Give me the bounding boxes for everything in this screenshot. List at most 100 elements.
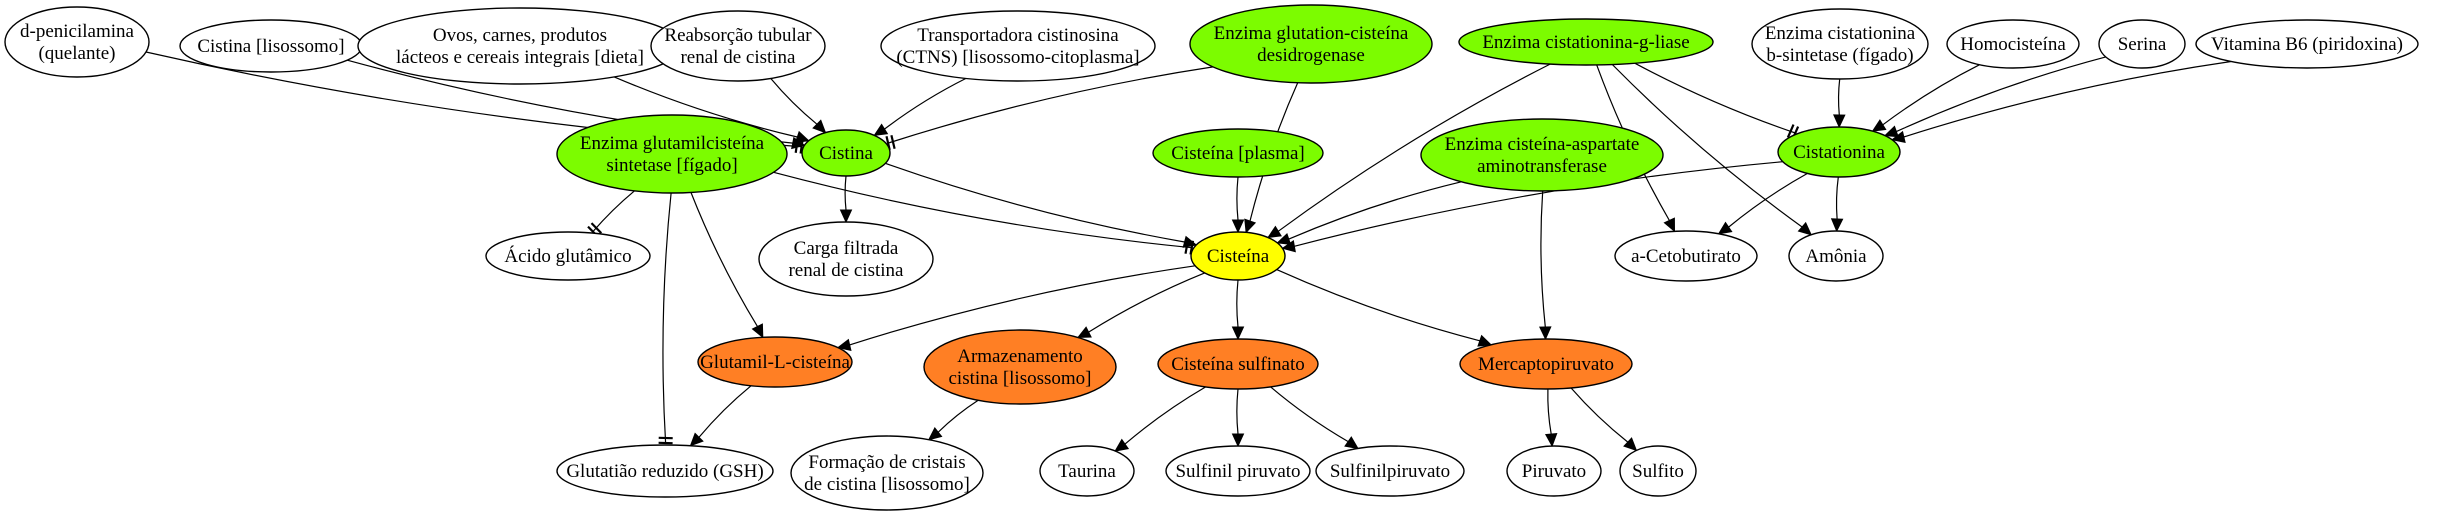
node-label: Cistationina [1793, 142, 1885, 163]
edge-line [613, 76, 798, 138]
node-label: Transportadora cistinosina [917, 25, 1119, 46]
nodes-layer: d-penicilamina(quelante)Cistina [lisosso… [4, 4, 2419, 511]
node-piruvato: Piruvato [1506, 445, 1602, 497]
node-label: (CTNS) [lisossomo-citoplasma] [896, 47, 1139, 68]
node-label: Enzima glutation-cisteína [1214, 23, 1409, 44]
edge-line [885, 162, 1185, 243]
node-label: Formação de cristais [808, 452, 965, 473]
arrowhead [1244, 218, 1257, 234]
node-ellipse [650, 10, 826, 82]
node-label: Glutamil-L-cisteína [700, 352, 850, 373]
edge-serina-to-cistationina [1883, 56, 2106, 138]
node-label: Enzima cistationina-g-liase [1482, 32, 1689, 53]
arrowhead [1871, 119, 1887, 132]
edge-line [1611, 64, 1803, 228]
node-label: Cisteína sulfinato [1171, 354, 1305, 375]
edge-line [1124, 386, 1207, 445]
node-ellipse [790, 435, 984, 511]
node-label: Reabsorção tubular [664, 25, 812, 46]
node-ellipse [1315, 445, 1465, 497]
arrowhead [812, 119, 827, 134]
arrowhead [1891, 130, 1906, 144]
node-label: Enzima glutamilcisteína [580, 133, 765, 154]
arrowhead [1266, 225, 1282, 239]
node-label: Sulfinilpiruvato [1330, 461, 1450, 482]
node-ellipse [1152, 128, 1324, 178]
node-gsh: Glutatião reduzido (GSH) [556, 444, 774, 498]
node-ellipse [1157, 338, 1319, 390]
node-ellipse [880, 10, 1156, 82]
edge-line [1236, 279, 1239, 328]
edge-cistationina-liase-to-amonia [1611, 64, 1813, 236]
edge-cisteina-to-sulfinato [1231, 279, 1245, 341]
edge-cistationina-liase-to-cisteina [1266, 63, 1551, 239]
arrowhead [1344, 436, 1359, 450]
node-ctns: Transportadora cistinosina(CTNS) [lisoss… [880, 10, 1156, 82]
edge-line [770, 78, 818, 125]
arrowhead [689, 432, 704, 447]
node-label: Serina [2118, 34, 2167, 55]
node-cisteina-plasma: Cisteína [plasma] [1152, 128, 1324, 178]
node-ellipse [1420, 118, 1664, 192]
edge-line [698, 385, 752, 438]
edge-sulfinato-to-sulfinil-piruvato [1231, 388, 1245, 448]
arrowhead [1281, 239, 1296, 253]
node-ellipse [2195, 19, 2419, 69]
edge-armazenamento-to-cristais [927, 399, 979, 441]
edge-line [844, 175, 847, 211]
arrowhead [751, 323, 764, 339]
arrowhead [836, 338, 852, 351]
edge-homocisteina-to-cistationina [1871, 64, 1980, 132]
node-label: Ovos, carnes, produtos [433, 25, 607, 46]
node-mercapto: Mercaptopiruvato [1459, 338, 1633, 390]
node-label: desidrogenase [1257, 45, 1365, 66]
arrowhead [1717, 221, 1733, 235]
edge-mercapto-to-sulfito [1570, 387, 1638, 452]
edge-cisteina-plasma-to-cisteina [1231, 176, 1245, 234]
edge-ctns-to-cistina [873, 77, 967, 137]
edge-aspartate-to-mercapto [1539, 190, 1552, 341]
edge-reabsorcao-to-cistina [770, 78, 827, 134]
edge-line [1837, 78, 1841, 116]
node-ellipse [1777, 126, 1901, 178]
edge-sulfinato-to-taurina [1114, 386, 1207, 452]
inhibition-bar [890, 134, 896, 150]
node-ellipse [556, 444, 774, 498]
edge-line [1570, 387, 1629, 443]
node-label: Mercaptopiruvato [1478, 354, 1614, 375]
edge-line [1728, 172, 1808, 228]
node-label: Ácido glutâmico [504, 245, 631, 267]
node-ellipse [357, 7, 683, 85]
node-label: d-penicilamina [20, 21, 135, 42]
edge-aspartate-to-cisteina [1276, 181, 1462, 245]
arrowhead [1182, 235, 1198, 248]
node-ellipse [4, 6, 150, 78]
arrowhead [1477, 334, 1493, 347]
node-label: Enzima cistationina [1765, 23, 1916, 44]
edge-cistationina-to-cetobutirato [1717, 172, 1808, 235]
inhibition-bar [590, 222, 603, 234]
node-label: Glutatião reduzido (GSH) [566, 461, 763, 482]
node-label: Armazenamento [957, 346, 1083, 367]
node-taurina: Taurina [1039, 445, 1135, 497]
node-label: lácteos e cereais integrais [dieta] [396, 47, 644, 68]
node-label: Taurina [1058, 461, 1116, 482]
edge-cistationina-liase-to-cistationina [1634, 62, 1800, 140]
edge-cistationina-to-amonia [1830, 176, 1844, 233]
node-ellipse [1189, 4, 1433, 84]
node-ellipse [1751, 8, 1929, 80]
node-ellipse [801, 129, 891, 177]
node-cistationina: Cistationina [1777, 126, 1901, 178]
arrowhead [873, 123, 889, 137]
arrowhead [1883, 125, 1899, 138]
node-label: Cistina [lisossomo] [197, 36, 344, 57]
edge-cisteina-to-glutamil-l [836, 265, 1196, 351]
edge-line [1540, 190, 1546, 328]
